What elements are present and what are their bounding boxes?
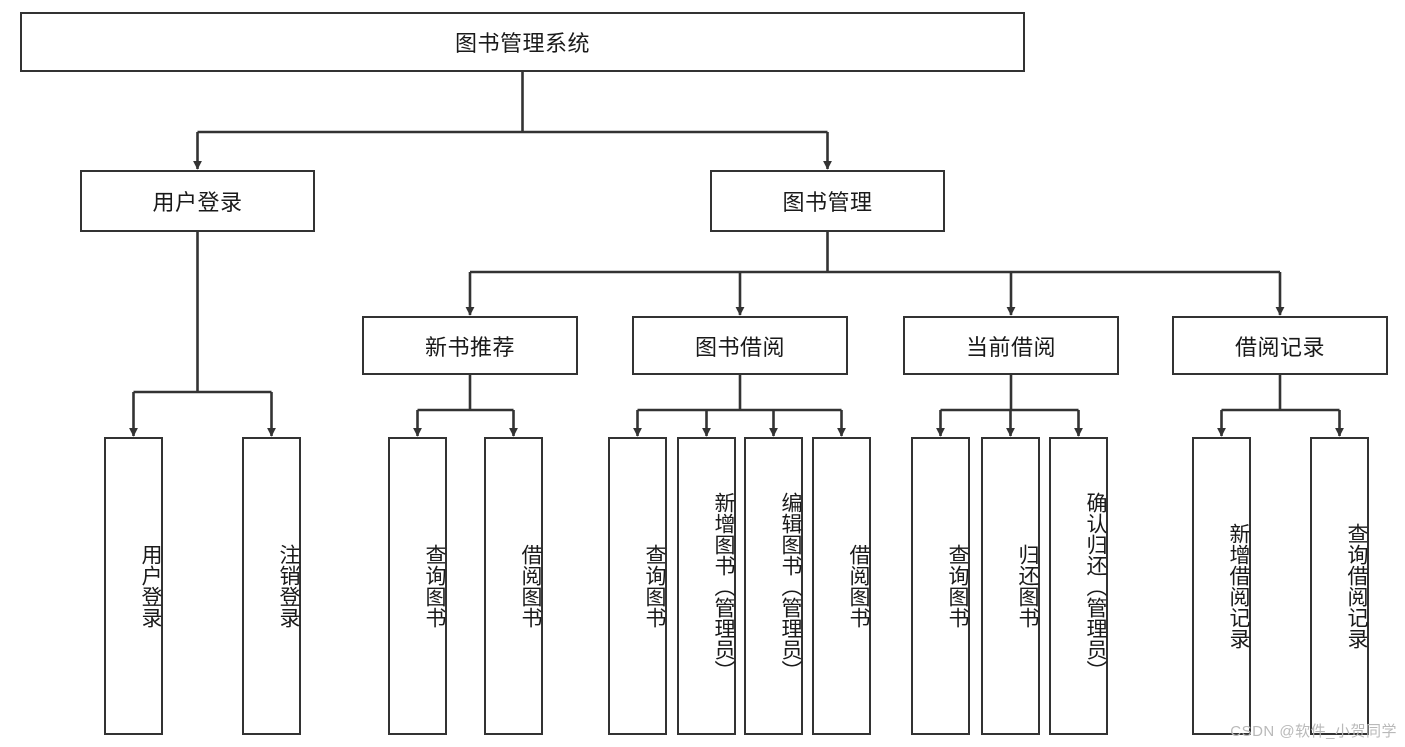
node-label: 图书管理系统 xyxy=(454,31,590,56)
node-label: 注销登录 xyxy=(277,544,300,628)
node-leaf-add-book[interactable]: 新增图书（管理员） xyxy=(677,437,736,735)
node-label: 新增图书（管理员） xyxy=(712,491,735,681)
node-user-login[interactable]: 用户登录 xyxy=(80,170,315,232)
node-label: 归还图书 xyxy=(1016,544,1039,628)
node-leaf-borrow-book[interactable]: 借阅图书 xyxy=(812,437,871,735)
node-label: 借阅图书 xyxy=(519,544,542,628)
node-leaf-edit-book[interactable]: 编辑图书（管理员） xyxy=(744,437,803,735)
node-borrow-record[interactable]: 借阅记录 xyxy=(1172,316,1388,375)
node-label: 新增借阅记录 xyxy=(1227,523,1250,649)
node-label: 编辑图书（管理员） xyxy=(779,491,802,681)
node-label: 查询图书 xyxy=(946,544,969,628)
node-label: 图书管理 xyxy=(782,190,873,215)
node-root-system[interactable]: 图书管理系统 xyxy=(20,12,1025,72)
node-leaf-borrow-book-rec[interactable]: 借阅图书 xyxy=(484,437,543,735)
node-book-borrow[interactable]: 图书借阅 xyxy=(632,316,848,375)
node-leaf-confirm-return[interactable]: 确认归还（管理员） xyxy=(1049,437,1108,735)
node-label: 查询图书 xyxy=(643,544,666,628)
node-label: 确认归还（管理员） xyxy=(1084,491,1107,681)
node-leaf-query-book-borrow[interactable]: 查询图书 xyxy=(608,437,667,735)
node-leaf-query-book-rec[interactable]: 查询图书 xyxy=(388,437,447,735)
node-label: 当前借阅 xyxy=(965,334,1056,360)
node-label: 查询图书 xyxy=(423,544,446,628)
node-leaf-query-book-current[interactable]: 查询图书 xyxy=(911,437,970,735)
node-leaf-add-borrow-record[interactable]: 新增借阅记录 xyxy=(1192,437,1251,735)
node-leaf-user-login[interactable]: 用户登录 xyxy=(104,437,163,735)
node-label: 用户登录 xyxy=(139,544,162,628)
node-leaf-user-logout[interactable]: 注销登录 xyxy=(242,437,301,735)
node-label: 查询借阅记录 xyxy=(1345,523,1368,649)
node-leaf-query-borrow-record[interactable]: 查询借阅记录 xyxy=(1310,437,1369,735)
node-current-borrow[interactable]: 当前借阅 xyxy=(903,316,1119,375)
node-label: 借阅记录 xyxy=(1234,334,1325,360)
node-leaf-return-book[interactable]: 归还图书 xyxy=(981,437,1040,735)
node-label: 借阅图书 xyxy=(847,544,870,628)
node-new-book-recommend[interactable]: 新书推荐 xyxy=(362,316,578,375)
node-label: 用户登录 xyxy=(152,190,243,215)
node-label: 新书推荐 xyxy=(424,334,515,360)
node-label: 图书借阅 xyxy=(694,334,785,360)
node-book-manage[interactable]: 图书管理 xyxy=(710,170,945,232)
